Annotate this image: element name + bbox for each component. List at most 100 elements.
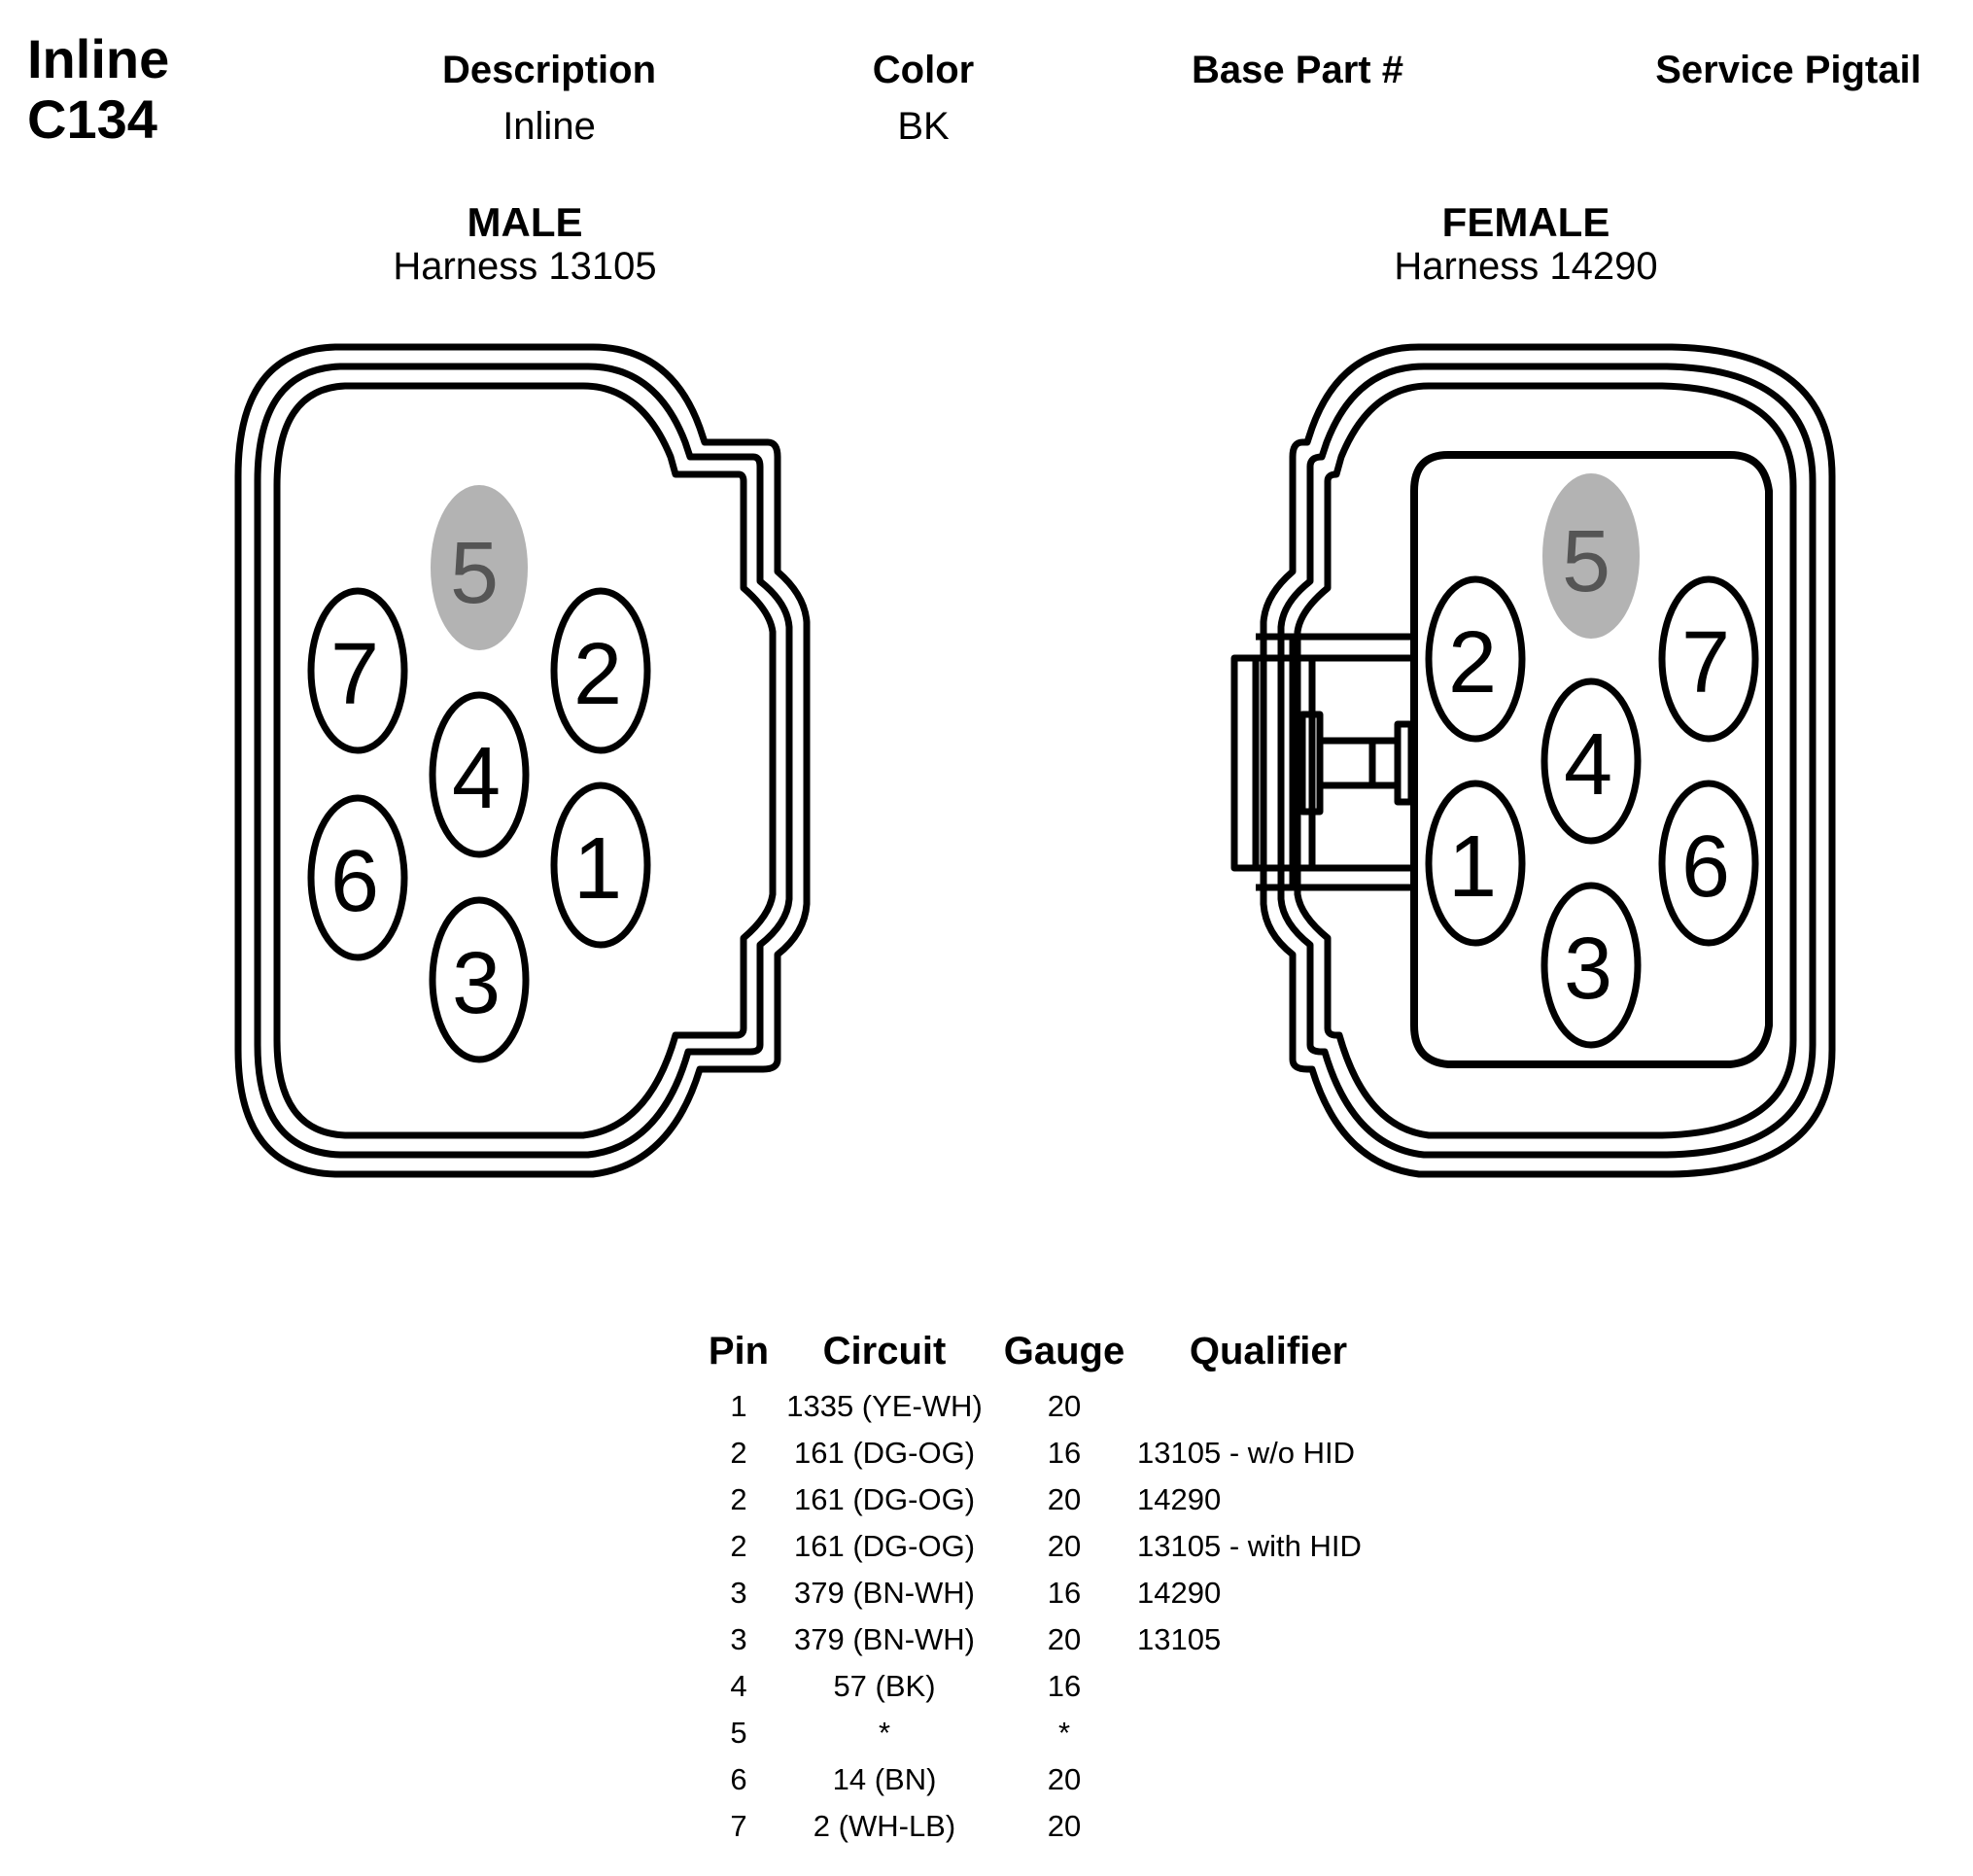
male-pin-2-label: 2 [573,626,622,723]
female-pin-7: 7 [1658,575,1759,743]
connector-title-line1: Inline [27,28,170,89]
female-pin-4-label: 4 [1564,716,1612,814]
cell-gauge: 20 [1047,1809,1082,1843]
cell-gauge: 20 [1047,1762,1082,1796]
male-shell-middle [254,363,793,1159]
cell-qualifier: 14290 [1137,1576,1222,1610]
male-pin-1: 1 [550,782,651,949]
cell-gauge: * [1057,1716,1071,1750]
header-qualifier: Qualifier [1189,1329,1348,1372]
cell-gauge: 20 [1047,1529,1082,1563]
cell-circuit: 1335 (YE-WH) [786,1389,983,1423]
cell-gauge: 16 [1047,1576,1082,1610]
female-pin-3: 3 [1540,882,1642,1049]
female-pin-5-label: 5 [1562,513,1610,610]
female-pin-2: 2 [1425,575,1526,743]
female-pin-7-label: 7 [1681,614,1730,712]
pin-table: Pin Circuit Gauge Qualifier 1 1335 (YE-WH… [700,1327,1400,1850]
cell-pin: 1 [730,1389,747,1423]
male-pin-5: 5 [431,485,528,650]
table-row: 7 2 (WH-LB) 20 [700,1803,1400,1850]
cell-gauge: 16 [1047,1436,1082,1470]
cell-circuit: 57 (BK) [833,1669,936,1703]
cell-circuit: 14 (BN) [832,1762,937,1796]
male-shell-outer [234,343,811,1178]
female-pin-6: 6 [1658,780,1759,947]
description-label: Description [441,49,657,91]
cell-qualifier: 13105 [1137,1622,1222,1656]
cell-qualifier [1137,1803,1400,1850]
female-latch [1230,633,1415,891]
cell-pin: 7 [730,1809,747,1843]
base-part-label: Base Part # [1192,49,1403,91]
cell-gauge: 16 [1047,1669,1082,1703]
male-pin-1-label: 1 [573,820,622,918]
cell-qualifier [1137,1663,1400,1710]
female-shell-outer [1260,343,1836,1178]
table-row: 4 57 (BK) 16 [700,1663,1400,1710]
female-pin-2-label: 2 [1448,614,1497,712]
description-value: Inline [502,105,596,148]
male-pin-6-label: 6 [330,833,379,930]
female-pin-1: 1 [1425,780,1526,947]
cell-gauge: 20 [1047,1622,1082,1656]
male-pin-3: 3 [429,896,530,1063]
table-row: 3 379 (BN-WH) 20 13105 [700,1616,1400,1663]
male-pin-4-label: 4 [452,730,501,827]
female-pin-3-label: 3 [1564,921,1612,1018]
cell-pin: 6 [730,1762,747,1796]
cell-circuit: 379 (BN-WH) [793,1622,975,1656]
header-gauge: Gauge [1003,1329,1125,1372]
cell-qualifier: 14290 [1137,1482,1222,1516]
male-pin-6: 6 [307,794,408,961]
table-row: 1 1335 (YE-WH) 20 [700,1383,1400,1430]
color-value: BK [897,105,950,148]
male-pin-4: 4 [429,691,530,858]
female-pin-1-label: 1 [1448,818,1497,916]
connector-title: Inline C134 [27,29,169,150]
cell-circuit: 161 (DG-OG) [793,1482,976,1516]
male-shell-inner [273,382,777,1139]
service-pigtail-label: Service Pigtail [1655,49,1921,91]
male-pins: 5 7 2 4 6 1 3 [307,485,651,1063]
pin-table-header: Pin Circuit Gauge Qualifier [700,1327,1400,1383]
color-label: Color [872,49,975,91]
male-pin-7: 7 [307,587,408,754]
cell-gauge: 20 [1047,1482,1082,1516]
header-circuit: Circuit [822,1329,947,1372]
female-pin-6-label: 6 [1681,818,1730,916]
cell-qualifier [1137,1710,1400,1756]
female-pins: 5 2 7 4 1 6 3 [1425,473,1759,1049]
male-pin-7-label: 7 [330,626,379,723]
header-pin: Pin [708,1329,770,1372]
cell-circuit: * [878,1716,891,1750]
female-title: FEMALE [1441,199,1610,245]
table-row: 5 * * [700,1710,1400,1756]
female-pin-5: 5 [1542,473,1640,639]
table-row: 2 161 (DG-OG) 20 13105 - with HID [700,1523,1400,1570]
cell-qualifier [1137,1756,1400,1803]
cell-circuit: 2 (WH-LB) [813,1809,956,1843]
cell-qualifier [1137,1383,1400,1430]
male-pin-2: 2 [550,587,651,754]
cell-gauge: 20 [1047,1389,1082,1423]
connector-title-line2: C134 [27,88,157,150]
cell-pin: 3 [730,1622,747,1656]
male-title: MALE [467,199,583,245]
cell-circuit: 379 (BN-WH) [793,1576,975,1610]
cell-pin: 5 [730,1716,747,1750]
cell-pin: 4 [730,1669,747,1703]
table-row: 6 14 (BN) 20 [700,1756,1400,1803]
cell-circuit: 161 (DG-OG) [793,1529,976,1563]
cell-pin: 3 [730,1576,747,1610]
female-shell-middle [1277,363,1817,1159]
male-pin-3-label: 3 [452,935,501,1032]
female-pin-4: 4 [1540,677,1642,845]
cell-qualifier: 13105 - with HID [1137,1529,1362,1563]
cell-pin: 2 [730,1529,747,1563]
